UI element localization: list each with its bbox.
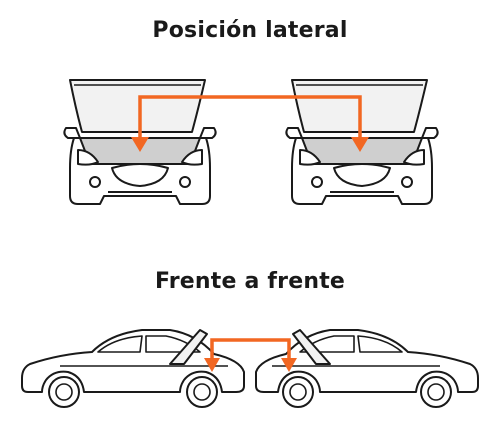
section-title-side-position: Posición lateral [152,18,348,43]
side-view-car-icon-left [21,329,245,408]
side-view-car-icon-right [255,329,479,408]
connection-arrow-icon-bottom [204,338,297,372]
connection-arrow-icon-top [131,95,369,152]
section-title-face-to-face: Frente a frente [154,269,346,294]
